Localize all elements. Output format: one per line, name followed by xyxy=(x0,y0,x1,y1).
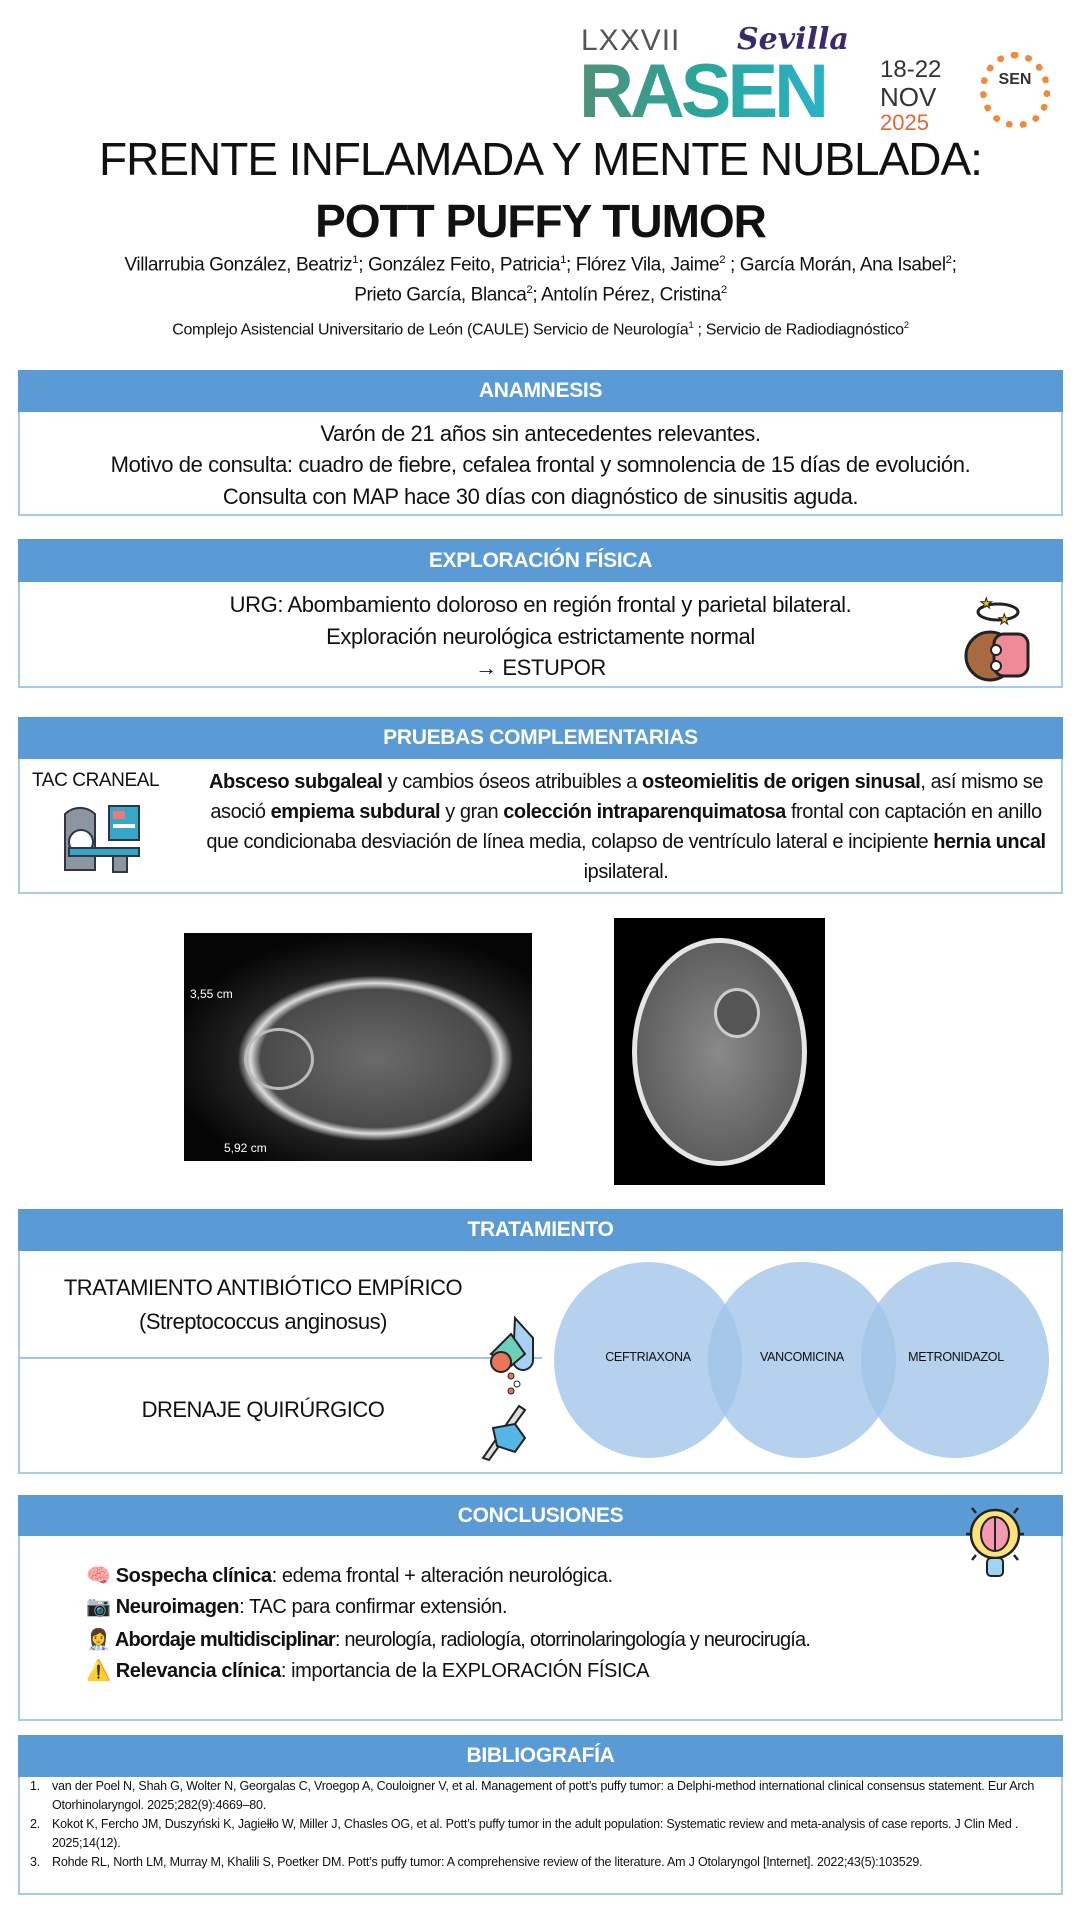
sen-logo: SEN xyxy=(980,52,1050,128)
sen-logo-text: SEN xyxy=(998,71,1032,88)
ct-axial-image xyxy=(614,918,825,1185)
exploracion-line: → ESTUPOR xyxy=(475,655,606,680)
scalpel-hand-icon xyxy=(481,1404,527,1462)
authors-line1: Villarrubia González, Beatriz1; González… xyxy=(0,254,1081,276)
ct-sagittal-image: 3,55 cm 5,92 cm xyxy=(184,933,532,1161)
pruebas-box xyxy=(18,759,1063,894)
anamnesis-line: Motivo de consulta: cuadro de fiebre, ce… xyxy=(110,452,971,477)
author-sup: 1 xyxy=(560,254,567,266)
pruebas-text-bold: colección intraparenquimatosa xyxy=(503,801,786,823)
conclusiones-header: CONCLUSIONES xyxy=(18,1495,1063,1536)
event-dates: 18-22 xyxy=(880,56,942,83)
bibliografia-box xyxy=(18,1777,1063,1895)
reference-item: 1. van der Poel N, Shah G, Wolter N, Geor… xyxy=(30,1777,1050,1815)
pruebas-text-segment: , así mismo se asoció xyxy=(210,771,1044,823)
treatment-divider xyxy=(18,1357,542,1359)
pruebas-text-segment: frontal con captación en anillo que cond… xyxy=(206,801,1042,853)
ref-text: Kokot K, Fercho JM, Duszyński K, Jagiełł… xyxy=(52,1817,1019,1850)
author-sup: 2 xyxy=(719,254,726,266)
ref-number: 3. xyxy=(30,1855,41,1869)
author-sup: 2 xyxy=(945,254,952,266)
skull-outline xyxy=(632,938,807,1166)
affiliation-2: ; Servicio de Radiodiagnóstico xyxy=(693,321,905,339)
event-year: 2025 xyxy=(880,110,929,135)
affiliation: Complejo Asistencial Universitario de Le… xyxy=(0,320,1081,339)
treatment-organism: (Streptococcus anginosus) xyxy=(139,1309,387,1334)
conclusion-item: 🧠 Sospecha clínica: edema frontal + alte… xyxy=(86,1565,613,1587)
authors-line2: Prieto García, Blanca2; Antolín Pérez, C… xyxy=(0,284,1081,306)
measure-label-2: 5,92 cm xyxy=(224,1141,267,1155)
svg-text:★: ★ xyxy=(998,611,1011,627)
rasen-logo: LXXVII Sevilla RASEN 18-22 NOV 2025 xyxy=(577,18,947,135)
author-sup: 1 xyxy=(352,254,359,266)
conclusion-item: 👩‍⚕️ Abordaje multidisciplinar: neurolog… xyxy=(86,1629,811,1651)
pruebas-text-bold: empiema subdural xyxy=(270,801,441,823)
anamnesis-header: ANAMNESIS xyxy=(18,370,1063,412)
affiliation-1: Complejo Asistencial Universitario de Le… xyxy=(172,321,689,339)
tratamiento-header: TRATAMIENTO xyxy=(18,1209,1063,1251)
treatment-drainage: DRENAJE QUIRÚRGICO xyxy=(141,1397,385,1422)
exploracion-line: URG: Abombamiento doloroso en región fro… xyxy=(229,592,852,617)
svg-text:★: ★ xyxy=(980,595,993,611)
event-numeral: LXXVII xyxy=(581,24,681,57)
pruebas-text-bold: Absceso subgaleal xyxy=(208,771,383,793)
ring-lesion xyxy=(714,988,760,1038)
event-name: RASEN xyxy=(579,49,829,134)
affiliation-sup: 1 xyxy=(688,320,694,331)
pruebas-text: Absceso subgaleal y cambios óseos atribu… xyxy=(196,767,1056,887)
warning-icon: ⚠️ xyxy=(86,1660,111,1682)
pills-icon xyxy=(489,1315,534,1395)
drug-label: METRONIDAZOL xyxy=(908,1350,1004,1364)
author-sup: 2 xyxy=(526,284,533,296)
anamnesis-line: Consulta con MAP hace 30 días con diagnó… xyxy=(222,484,859,509)
event-city: Sevilla xyxy=(737,22,849,57)
pruebas-text-segment: y cambios óseos atribuibles a xyxy=(382,771,643,793)
pruebas-text-bold: hernia uncal xyxy=(933,831,1046,853)
reference-item: 3. Rohde RL, North LM, Murray M, Khalili … xyxy=(30,1853,1050,1872)
author: Prieto García, Blanca xyxy=(354,284,527,306)
ref-number: 1. xyxy=(30,1779,41,1793)
exploracion-box xyxy=(18,582,1063,688)
lightbulb-brain-icon xyxy=(966,1507,1024,1577)
exploracion-line: Exploración neurológica estrictamente no… xyxy=(326,624,755,649)
ref-text: van der Poel N, Shah G, Wolter N, Georga… xyxy=(52,1779,1035,1812)
drug-label: CEFTRIAXONA xyxy=(605,1350,691,1364)
measure-label-1: 3,55 cm xyxy=(190,987,233,1001)
reference-item: 2. Kokot K, Fercho JM, Duszyński K, Jagie… xyxy=(30,1815,1050,1853)
author: Villarrubia González, Beatriz xyxy=(124,254,353,276)
author: ; García Morán, Ana Isabel xyxy=(725,254,946,276)
conclusion-item: ⚠️ Relevancia clínica: importancia de la… xyxy=(86,1660,650,1682)
anamnesis-box xyxy=(18,412,1063,516)
exploracion-header: EXPLORACIÓN FÍSICA xyxy=(18,539,1063,582)
conclusion-item: 📷 Neuroimagen: TAC para confirmar extens… xyxy=(86,1596,508,1618)
ref-number: 2. xyxy=(30,1817,41,1831)
poster-title-line2: POTT PUFFY TUMOR xyxy=(315,195,767,247)
separator: ; xyxy=(951,254,957,276)
author: ; Flórez Vila, Jaime xyxy=(566,254,720,276)
bibliografia-header: BIBLIOGRAFÍA xyxy=(18,1735,1063,1777)
author: ; González Feito, Patricia xyxy=(358,254,561,276)
author: ; Antolín Pérez, Cristina xyxy=(532,284,721,306)
pruebas-text-segment: ipsilateral. xyxy=(583,861,669,883)
tac-craneal-label: TAC CRANEAL xyxy=(32,770,160,791)
pruebas-text-segment: y gran xyxy=(440,801,504,823)
drug-label: VANCOMICINA xyxy=(760,1350,844,1364)
author-sup: 2 xyxy=(720,284,727,296)
pruebas-header: PRUEBAS COMPLEMENTARIAS xyxy=(18,717,1063,759)
ct-scanner-icon xyxy=(64,805,140,873)
ref-text: Rohde RL, North LM, Murray M, Khalili S,… xyxy=(52,1855,923,1869)
poster-title-line1: FRENTE INFLAMADA Y MENTE NUBLADA: xyxy=(99,133,983,185)
anamnesis-line: Varón de 21 años sin antecedentes releva… xyxy=(320,421,761,446)
venn-circle-metronidazol xyxy=(861,1262,1049,1458)
ring-lesion xyxy=(244,1028,314,1090)
pruebas-text-bold: osteomielitis de origen sinusal xyxy=(642,771,921,793)
affiliation-sup: 2 xyxy=(903,320,909,331)
conclusiones-box xyxy=(18,1536,1063,1721)
doctor-icon: 👩‍⚕️ xyxy=(86,1629,111,1651)
treatment-antibiotic: TRATAMIENTO ANTIBIÓTICO EMPÍRICO xyxy=(63,1275,463,1300)
brain-icon: 🧠 xyxy=(86,1565,111,1587)
dizzy-head-icon: ★ ★ xyxy=(964,595,1030,682)
event-month: NOV xyxy=(880,82,937,112)
camera-icon: 📷 xyxy=(86,1596,111,1618)
